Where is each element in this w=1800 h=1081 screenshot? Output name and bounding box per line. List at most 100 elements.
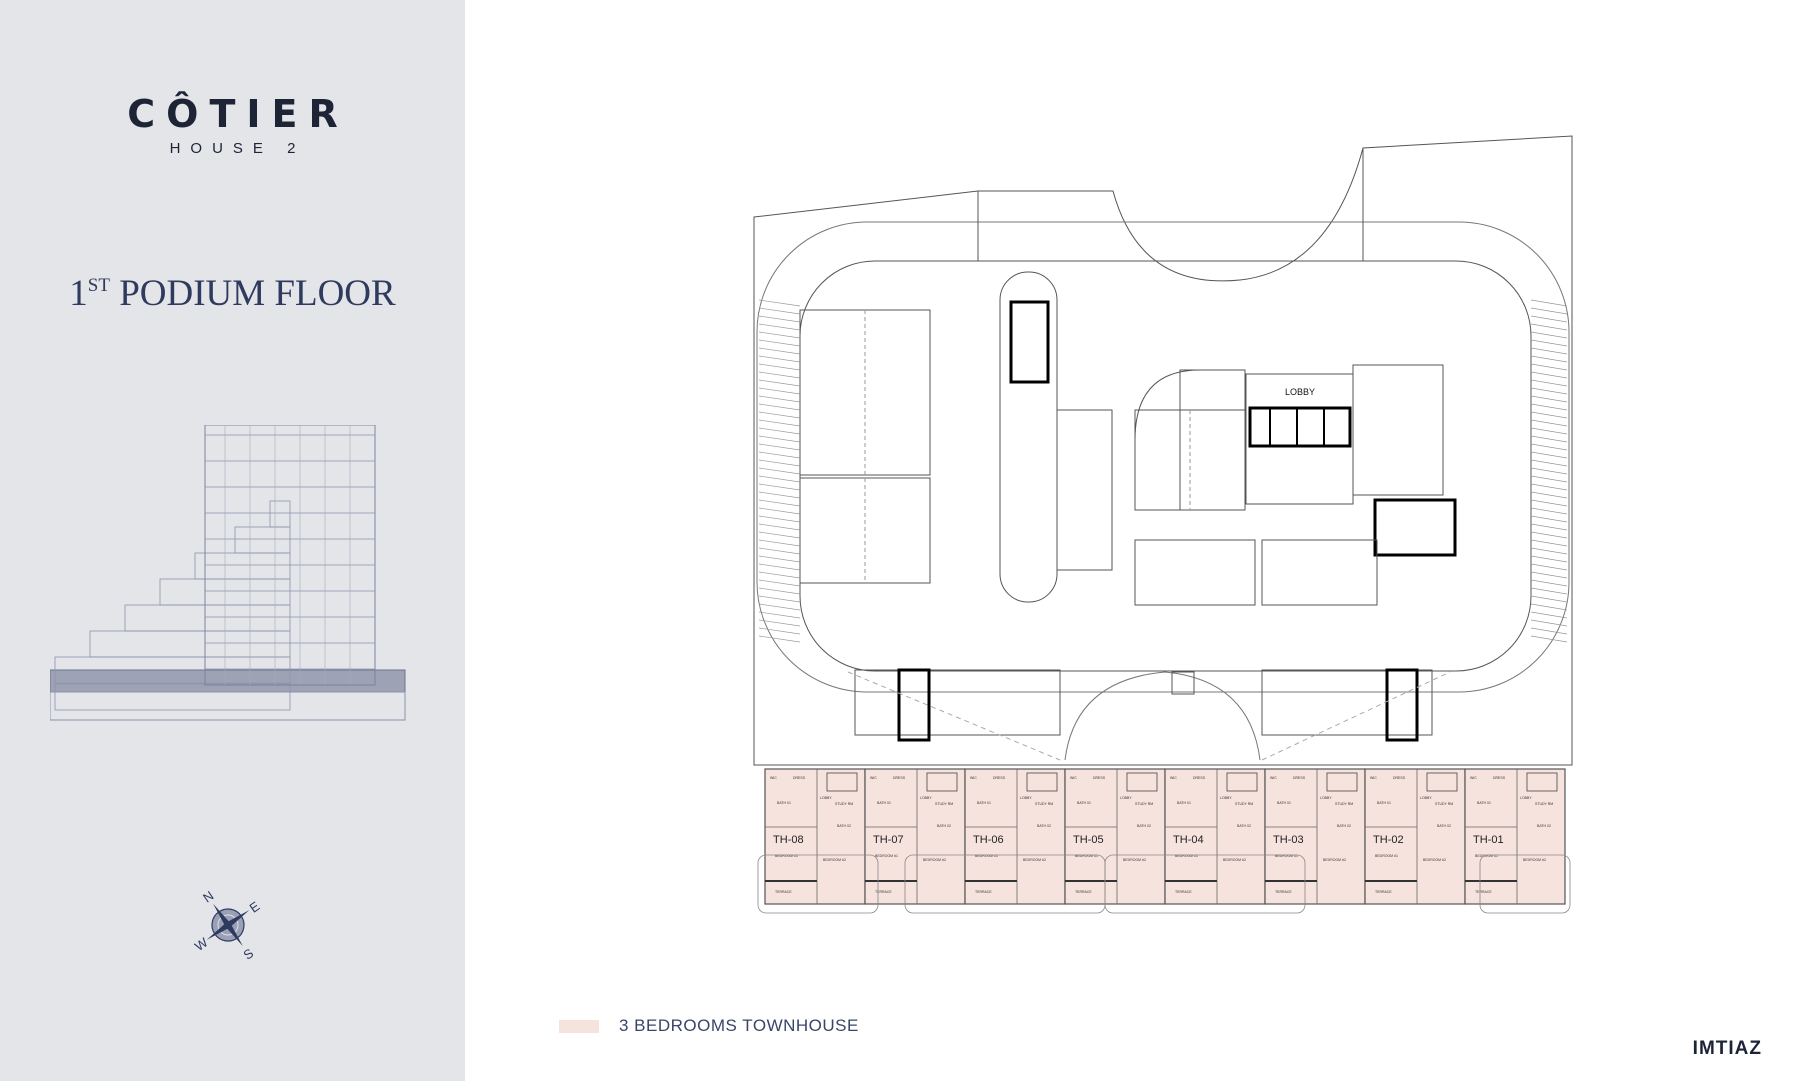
floor-title-text: PODIUM FLOOR <box>119 273 396 314</box>
room-label: LOBBY <box>920 796 932 800</box>
room-label: STUDY RM <box>935 802 953 806</box>
parking-block <box>1352 364 1444 496</box>
room-label: BEDROOM #1 <box>775 854 798 858</box>
room-label: BEDROOM #1 <box>1275 854 1298 858</box>
floor-suffix: ST <box>87 275 110 296</box>
parking-block <box>1261 539 1378 606</box>
lobby-label: LOBBY <box>1285 387 1315 397</box>
room-label: BEDROOM #1 <box>1175 854 1198 858</box>
unit-label: TH-07 <box>873 834 904 846</box>
room-label: BATH 01 <box>1077 801 1091 805</box>
room-label: STUDY RM <box>1335 802 1353 806</box>
brand-subtitle: HOUSE 2 <box>169 140 306 157</box>
room-label: TERRACE <box>1475 890 1492 894</box>
room-label: DRESS <box>1493 776 1506 780</box>
planter-edge <box>1479 854 1571 914</box>
floor-line <box>234 526 291 554</box>
room-label: DRESS <box>893 776 906 780</box>
room-label: BATH 02 <box>1337 824 1351 828</box>
stair <box>1026 772 1058 792</box>
parking-block <box>1134 539 1256 606</box>
floor-number: 1 <box>69 273 88 314</box>
brand-logo: CÔTIER HOUSE 2 <box>0 92 465 157</box>
stair <box>826 772 858 792</box>
room-label: BATH 02 <box>937 824 951 828</box>
unit-label: TH-04 <box>1173 834 1204 846</box>
room-label: TERRACE <box>1175 890 1192 894</box>
room-label: BEDROOM #2 <box>1323 858 1346 862</box>
room-label: DRESS <box>1193 776 1206 780</box>
legend: 3 BEDROOMS TOWNHOUSE <box>559 1016 859 1036</box>
room-label: BATH 02 <box>1437 824 1451 828</box>
developer-logo: IMTIAZ <box>1692 1038 1762 1059</box>
unit-label: TH-05 <box>1073 834 1104 846</box>
unit-label: TH-06 <box>973 834 1004 846</box>
compass-icon: N E S W <box>192 888 263 963</box>
room-label: WIC <box>970 776 977 780</box>
stair-core <box>1385 668 1419 742</box>
legend-swatch <box>559 1019 599 1033</box>
room-label: STUDY RM <box>1035 802 1053 806</box>
legend-label: 3 BEDROOMS TOWNHOUSE <box>619 1016 859 1035</box>
room-label: TERRACE <box>975 890 992 894</box>
room-label: WIC <box>1370 776 1377 780</box>
ground-floor <box>50 691 406 721</box>
void <box>1171 671 1195 695</box>
room-label: WIC <box>1170 776 1177 780</box>
unit-label: TH-02 <box>1373 834 1404 846</box>
floor-line <box>269 500 291 528</box>
room-label: LOBBY <box>1520 796 1532 800</box>
unit-label: TH-03 <box>1273 834 1304 846</box>
room-label: BEDROOM #1 <box>975 854 998 858</box>
room-label: BEDROOM #2 <box>1223 858 1246 862</box>
room-label: BATH 02 <box>1137 824 1151 828</box>
parking-block <box>1056 409 1113 571</box>
room-label: LOBBY <box>1120 796 1132 800</box>
room-label: BEDROOM #2 <box>923 858 946 862</box>
room-label: WIC <box>870 776 877 780</box>
room-label: BATH 01 <box>1277 801 1291 805</box>
stair-core <box>897 668 931 742</box>
stair <box>1426 772 1458 792</box>
room-label: STUDY RM <box>1535 802 1553 806</box>
unit-label: TH-01 <box>1473 834 1504 846</box>
room-label: BATH 02 <box>1537 824 1551 828</box>
room-label: STUDY RM <box>835 802 853 806</box>
room-label: BATH 01 <box>1477 801 1491 805</box>
room-label: BATH 02 <box>1237 824 1251 828</box>
room-label: LOBBY <box>820 796 832 800</box>
room-label: LOBBY <box>1320 796 1332 800</box>
room-label: TERRACE <box>1075 890 1092 894</box>
podium-outline <box>753 135 1573 766</box>
building-elevation <box>50 425 406 721</box>
room-label: WIC <box>770 776 777 780</box>
room-label: STUDY RM <box>1235 802 1253 806</box>
ramp-ring-outer <box>756 221 1570 693</box>
room-label: BEDROOM #2 <box>1123 858 1146 862</box>
room-label: DRESS <box>1293 776 1306 780</box>
room-label: WIC <box>1270 776 1277 780</box>
room-label: BEDROOM #1 <box>875 854 898 858</box>
room-label: BEDROOM #1 <box>1075 854 1098 858</box>
room-label: BATH 01 <box>777 801 791 805</box>
stair <box>1226 772 1258 792</box>
room-label: DRESS <box>993 776 1006 780</box>
room-label: TERRACE <box>775 890 792 894</box>
lift-bank <box>1248 406 1352 448</box>
sidebar: CÔTIER HOUSE 2 1ST PODIUM FLOOR N E S W <box>0 0 465 1081</box>
room-label: LOBBY <box>1020 796 1032 800</box>
room-label: LOBBY <box>1420 796 1432 800</box>
room-label: DRESS <box>1093 776 1106 780</box>
room-label: TERRACE <box>1275 890 1292 894</box>
room-label: BEDROOM #2 <box>1523 858 1546 862</box>
tower <box>204 425 376 686</box>
